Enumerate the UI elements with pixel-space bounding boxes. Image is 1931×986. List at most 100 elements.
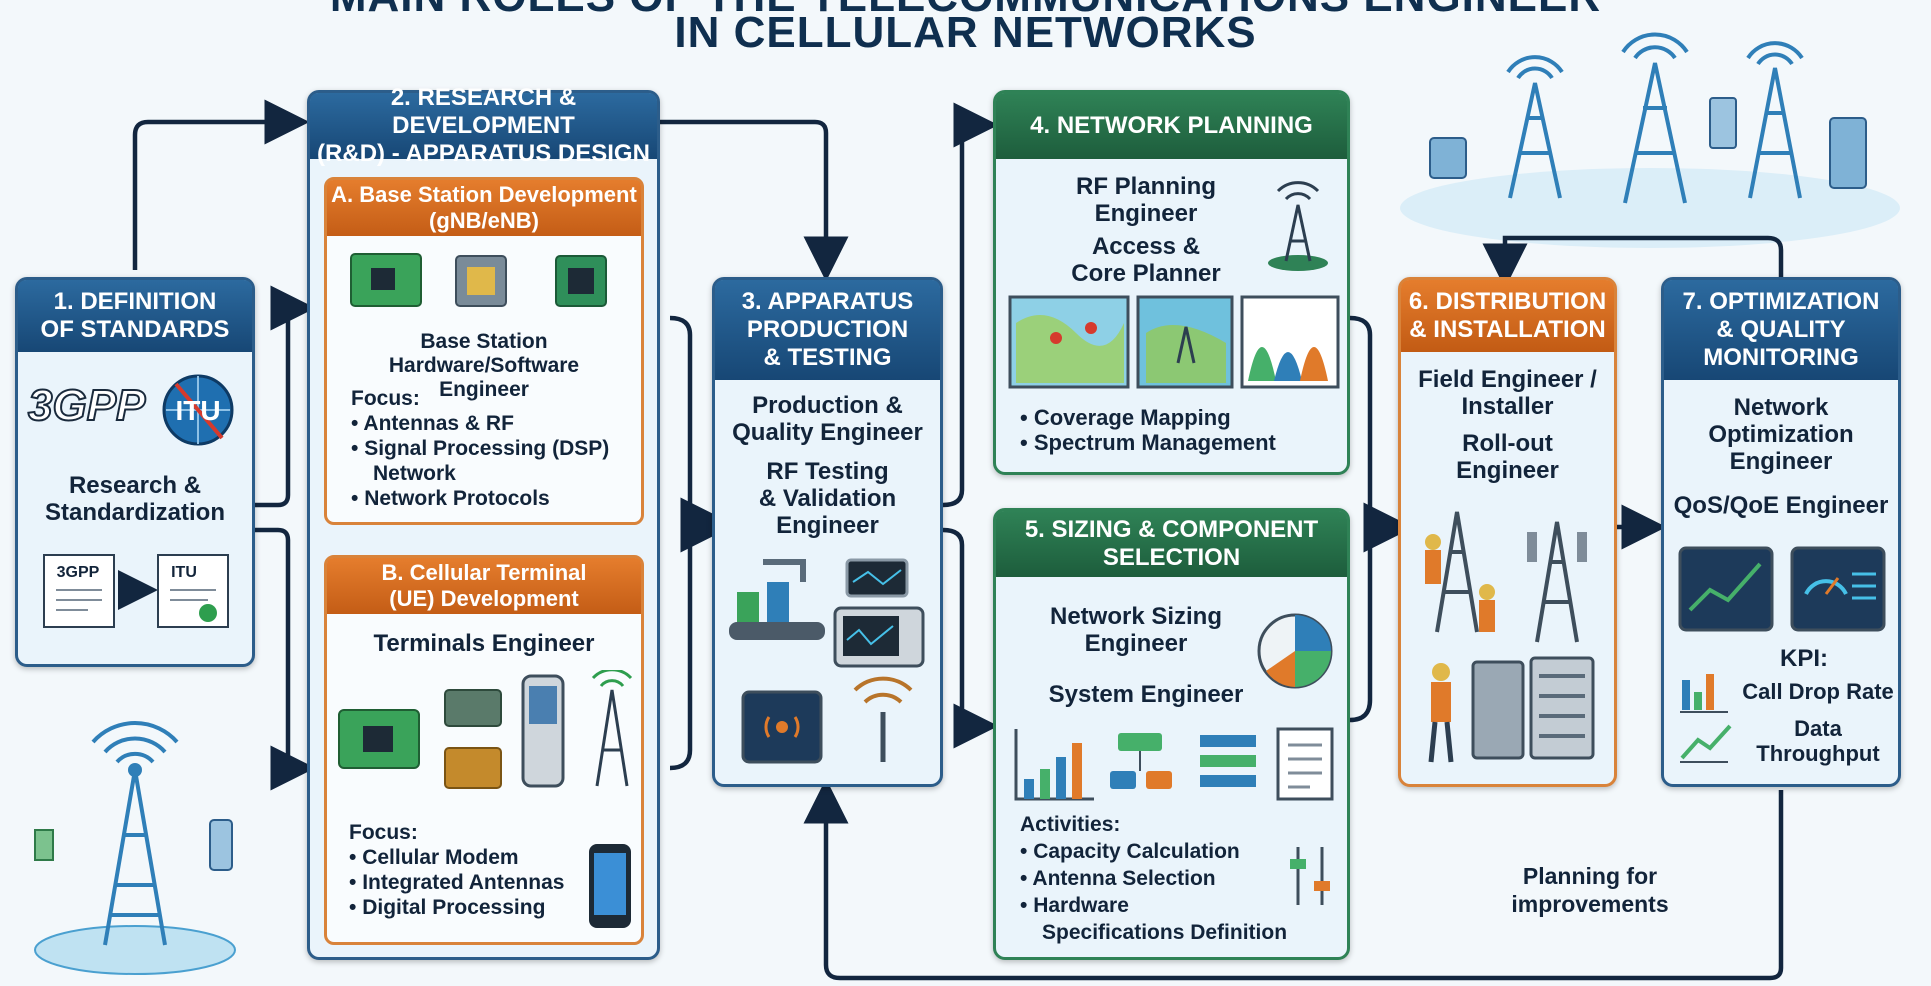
selection-sliders-icon (1290, 847, 1330, 905)
cell-tower-icon (1268, 181, 1328, 271)
subB-focus-item: Digital Processing (349, 895, 569, 920)
planning-maps-icons (1008, 295, 1340, 389)
subA-header: A. Base Station Development (gNB/eNB) (327, 180, 641, 236)
box3-role2-line1: RF Testing (766, 458, 889, 485)
feedback-label-line1: Planning for (1522, 863, 1658, 889)
box1-header-line1: 1. DEFINITION (53, 288, 217, 315)
box7-role-qos-qoe: QoS/QoE Engineer (1673, 492, 1889, 519)
box1-caption-line1: Research & (68, 472, 202, 499)
subB-header-line1: B. Cellular Terminal (381, 560, 587, 585)
logo-itu-icon: ITU (162, 374, 234, 446)
doc-itu-label: ITU (171, 564, 197, 581)
box-optimization-quality-monitoring: 7. OPTIMIZATION & QUALITY MONITORING Net… (1661, 277, 1901, 787)
box5-role1-line2: Engineer (1084, 630, 1188, 657)
box4-list-item: Coverage Mapping (1020, 405, 1340, 430)
box5-header-line1: 5. SIZING & COMPONENT (1024, 516, 1319, 543)
box7-kpi-throughput: Data Throughput (1736, 716, 1900, 766)
box1-caption-line2: Standardization (44, 499, 225, 526)
box-apparatus-production-testing: 3. APPARATUS PRODUCTION & TESTING Produc… (712, 277, 943, 787)
subB-header: B. Cellular Terminal (UE) Development (327, 558, 641, 614)
box7-role1-line3: Engineer (1729, 448, 1833, 475)
box7-kpi-call-drop: Call Drop Rate (1742, 679, 1894, 704)
box6-role-rollout: Roll-out Engineer (1403, 430, 1612, 484)
box5-activities-list: Activities: Capacity Calculation Antenna… (1020, 811, 1320, 946)
box3-header-line1: 3. APPARATUS (741, 288, 914, 315)
logo-itu-label: ITU (175, 395, 220, 426)
installation-workers-icons (1425, 511, 1595, 763)
box3-role1-line2: Quality Engineer (732, 419, 923, 446)
feedback-label-line2: improvements (1511, 891, 1669, 917)
box5-activity-item: Capacity Calculation (1020, 838, 1320, 865)
box4-role-rf-planning: RF Planning Engineer (1036, 173, 1256, 227)
box-distribution-installation: 6. DISTRIBUTION & INSTALLATION Field Eng… (1398, 277, 1617, 787)
subbox-base-station-development: A. Base Station Development (gNB/eNB) Ba… (324, 177, 644, 525)
box6-header-line2: & INSTALLATION (1409, 316, 1606, 343)
box3-header-line2: PRODUCTION (746, 316, 909, 343)
circuit-board-icons (350, 253, 607, 307)
box4-list-item: Spectrum Management (1020, 430, 1340, 455)
subA-focus-item: Network Protocols (351, 486, 641, 511)
box7-kpi2-line1: Data (1794, 716, 1842, 741)
subA-role: Base Station Hardware/Software Engineer (331, 330, 637, 402)
box6-role-field-engineer: Field Engineer / Installer (1403, 366, 1612, 420)
box4-role1-line2: Engineer (1094, 200, 1198, 227)
box3-role-production: Production & Quality Engineer (719, 392, 936, 446)
terminal-hardware-icons (338, 670, 633, 789)
standards-documents-icon: 3GPP ITU (43, 554, 229, 628)
box5-header: 5. SIZING & COMPONENT SELECTION (996, 511, 1347, 577)
box6-role2-line1: Roll-out (1462, 430, 1553, 457)
box5-role-system: System Engineer (1048, 681, 1244, 708)
box7-role-network-optimization: Network Optimization Engineer (1668, 394, 1894, 475)
box3-header: 3. APPARATUS PRODUCTION & TESTING (715, 280, 940, 380)
box3-role-rf-testing: RF Testing & Validation Engineer (719, 458, 936, 539)
box3-role2-line3: Engineer (776, 512, 879, 539)
box7-kpi2-line2: Throughput (1756, 741, 1880, 766)
page-title-line2: IN CELLULAR NETWORKS (674, 8, 1257, 57)
box-sizing-component-selection: 5. SIZING & COMPONENT SELECTION Network … (993, 508, 1350, 960)
box-research-development: 2. RESEARCH & DEVELOPMENT (R&D) - APPARA… (307, 84, 660, 960)
box3-role1-line1: Production & (752, 392, 903, 419)
subB-focus-label: Focus: (349, 821, 418, 844)
box6-role2-line2: Engineer (1456, 457, 1559, 484)
box1-header-line2: OF STANDARDS (40, 316, 230, 343)
box7-header-line1: 7. OPTIMIZATION (1682, 288, 1880, 315)
box2-header-line1: 2. RESEARCH & DEVELOPMENT (390, 84, 577, 139)
box4-role-access-core: Access & Core Planner (1036, 233, 1256, 287)
subB-role: Terminals Engineer (373, 630, 595, 657)
antenna-tower-illustration (34, 721, 236, 975)
subA-focus-item-continued: Network (373, 462, 456, 485)
testing-equipment-icons (729, 558, 925, 764)
box6-header-line1: 6. DISTRIBUTION (1408, 288, 1607, 315)
subA-role-line1: Base Station Hardware/Software (388, 330, 580, 377)
box7-role1-line2: Optimization (1708, 421, 1854, 448)
pie-chart-icon (1257, 613, 1333, 689)
box2-header-line2: (R&D) - APPARATUS DESIGN (317, 140, 650, 167)
box5-activity-item-continued: Specifications Definition (1042, 921, 1288, 944)
subbox-cellular-terminal-development: B. Cellular Terminal (UE) Development Te… (324, 555, 644, 945)
doc-3gpp-label: 3GPP (57, 564, 100, 581)
box3-header-line3: & TESTING (763, 344, 892, 371)
box4-list: Coverage Mapping Spectrum Management (1020, 405, 1340, 455)
box6-header: 6. DISTRIBUTION & INSTALLATION (1401, 280, 1614, 352)
box1-header: 1. DEFINITION OF STANDARDS (18, 280, 252, 352)
box4-role1-line1: RF Planning (1076, 173, 1216, 200)
subB-focus-item: Cellular Modem (349, 845, 569, 870)
subA-focus-list: Focus: Antennas & RF Signal Processing (… (351, 386, 641, 511)
subA-focus-item: Antennas & RF (351, 411, 641, 436)
smartphone-icon (589, 844, 631, 928)
box3-role2-line2: & Validation (758, 485, 897, 512)
box1-caption: Research & Standardization (23, 472, 247, 526)
tower-cluster-illustration (1400, 32, 1900, 248)
box7-header-line3: MONITORING (1703, 344, 1859, 371)
box-network-planning: 4. NETWORK PLANNING RF Planning Engineer… (993, 90, 1350, 475)
subA-header-line2: (gNB/eNB) (429, 208, 539, 233)
box7-header-line2: & QUALITY (1716, 316, 1846, 343)
box5-activities-label: Activities: (1020, 813, 1121, 836)
box7-kpi-label: KPI: (1780, 645, 1828, 672)
box2-header: 2. RESEARCH & DEVELOPMENT (R&D) - APPARA… (310, 84, 657, 167)
box7-header: 7. OPTIMIZATION & QUALITY MONITORING (1664, 280, 1898, 380)
box5-role-network-sizing: Network Sizing Engineer (1026, 603, 1246, 657)
page-title-line1: MAIN ROLES OF THE TELECOMMUNICATIONS ENG… (0, 0, 1931, 22)
box4-role2-line2: Core Planner (1071, 260, 1221, 287)
box5-activity-item: Antenna Selection (1020, 865, 1320, 892)
